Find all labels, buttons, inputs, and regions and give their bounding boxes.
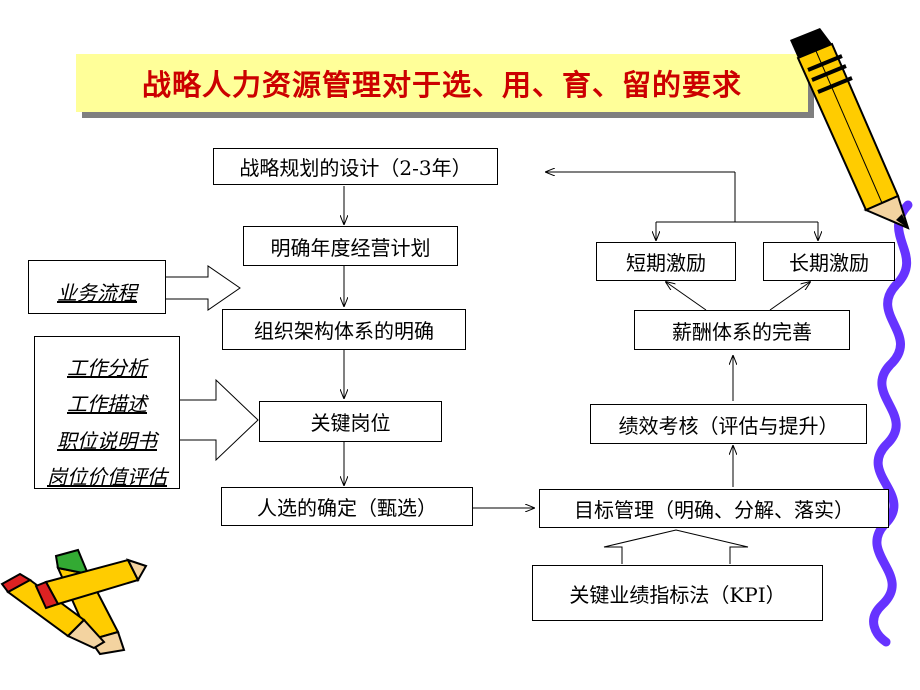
box-org-structure: 组织架构体系的明确 xyxy=(222,309,466,350)
box-short-term-label: 短期激励 xyxy=(626,251,706,275)
box-kpi-label: 关键业绩指标法（KPI） xyxy=(569,582,786,607)
job-item: 岗位价值评估 xyxy=(47,465,167,489)
arrow-to-short-term xyxy=(666,282,707,311)
box-strategy-design: 战略规划的设计（2-3年） xyxy=(213,148,498,185)
squiggle-line xyxy=(869,200,913,647)
box-long-term: 长期激励 xyxy=(763,242,895,281)
box-key-post-label: 关键岗位 xyxy=(310,411,391,435)
box-org-structure-label: 组织架构体系的明确 xyxy=(254,319,434,343)
box-long-term-label: 长期激励 xyxy=(789,251,869,275)
box-compensation-label: 薪酬体系的完善 xyxy=(672,319,812,344)
box-kpi: 关键业绩指标法（KPI） xyxy=(532,565,823,621)
box-annual-plan-label: 明确年度经营计划 xyxy=(270,235,431,260)
box-objective-management: 目标管理（明确、分解、落实） xyxy=(539,489,889,528)
box-performance: 绩效考核（评估与提升） xyxy=(590,404,867,444)
input-job-analysis: 工作分析 工作描述 职位说明书 岗位价值评估 xyxy=(34,336,180,489)
box-selection-label: 人选的确定（甄选） xyxy=(257,496,437,520)
job-item: 工作描述 xyxy=(67,392,147,416)
business-process-label: 业务流程 xyxy=(57,281,137,305)
job-item: 职位说明书 xyxy=(57,429,157,453)
hollow-arrow-process xyxy=(166,265,241,311)
box-strategy-design-label: 战略规划的设计（2-3年） xyxy=(239,156,472,180)
input-business-process: 业务流程 xyxy=(28,260,166,314)
hollow-arrow-job xyxy=(180,378,259,462)
pencils-icon xyxy=(0,548,148,656)
box-selection: 人选的确定（甄选） xyxy=(221,487,473,526)
box-key-post: 关键岗位 xyxy=(259,401,442,442)
hollow-arrow-kpi xyxy=(603,529,749,564)
box-compensation: 薪酬体系的完善 xyxy=(634,310,850,350)
box-performance-label: 绩效考核（评估与提升） xyxy=(618,413,839,438)
job-item: 工作分析 xyxy=(67,356,147,380)
arrow-to-long-term xyxy=(769,282,810,311)
box-short-term: 短期激励 xyxy=(596,242,736,281)
box-annual-plan: 明确年度经营计划 xyxy=(243,226,458,266)
page-title: 战略人力资源管理对于选、用、育、留的要求 xyxy=(141,68,742,102)
title-banner: 战略人力资源管理对于选、用、育、留的要求 xyxy=(76,54,808,112)
box-objective-label: 目标管理（明确、分解、落实） xyxy=(574,498,854,522)
pencil-icon xyxy=(790,28,910,230)
